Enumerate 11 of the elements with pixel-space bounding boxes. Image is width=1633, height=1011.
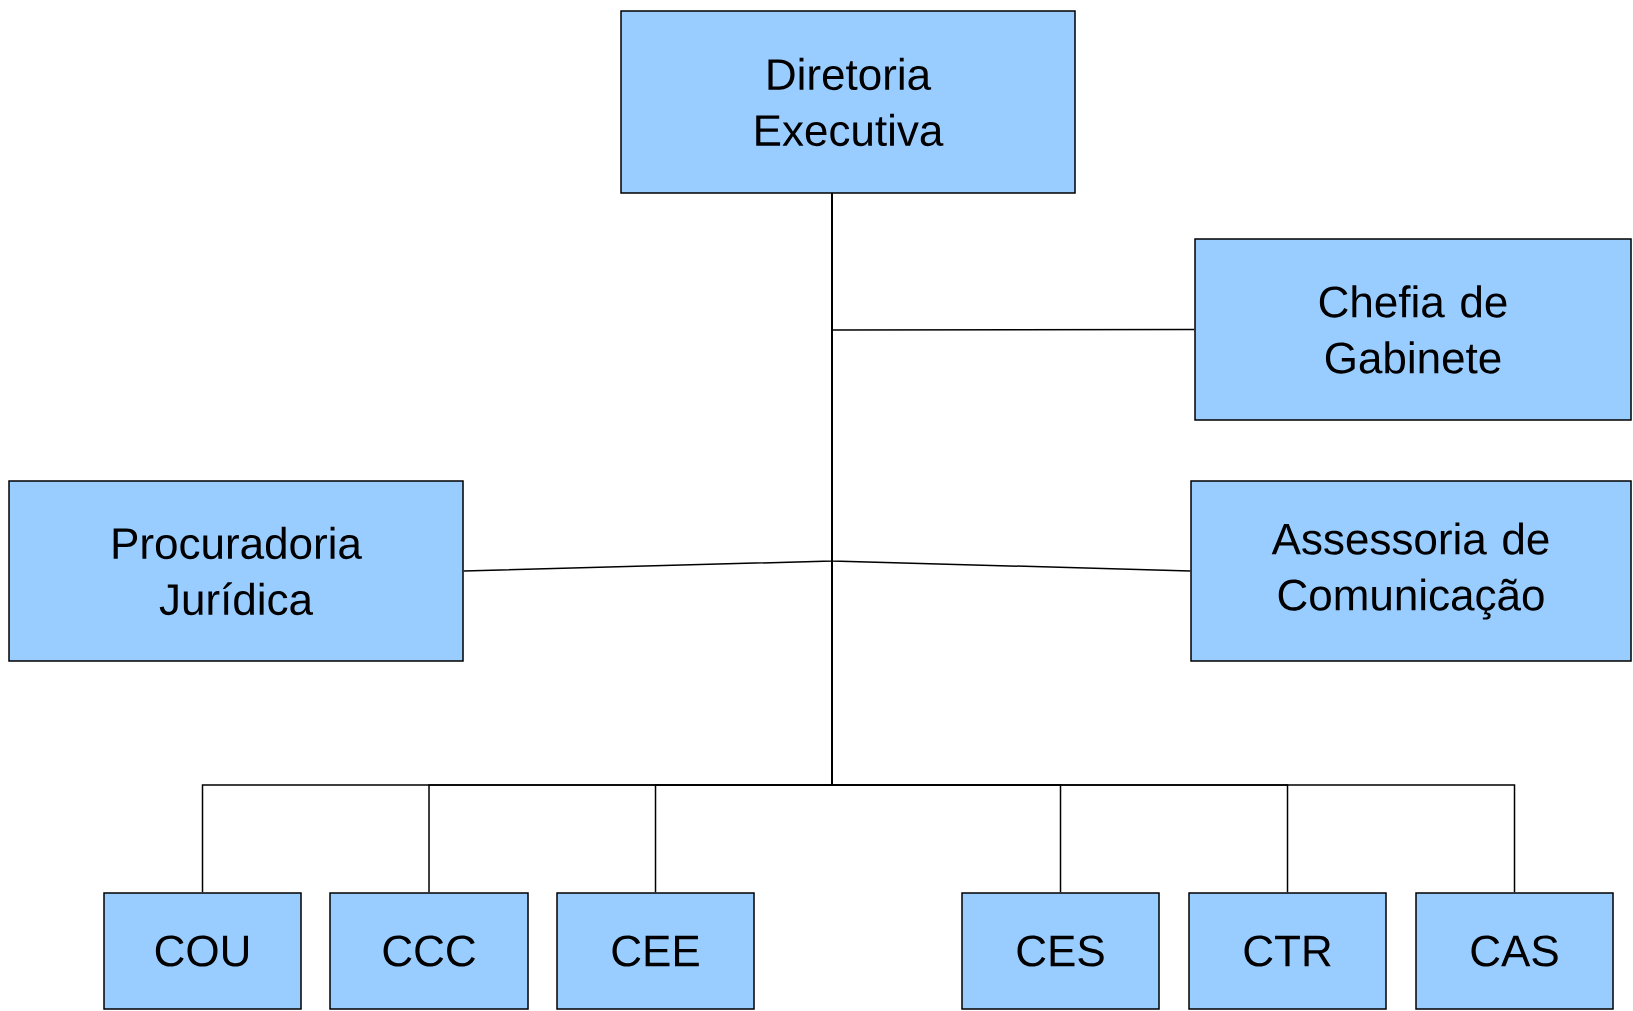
org-box: CCC (329, 892, 529, 1010)
org-box: Procuradoria Jurídica (8, 480, 464, 662)
org-box: COU (103, 892, 302, 1010)
org-box: CAS (1415, 892, 1614, 1010)
connector (831, 193, 1516, 893)
org-box: CTR (1188, 892, 1387, 1010)
org-box: Chefia de Gabinete (1194, 238, 1632, 421)
org-box: CEE (556, 892, 755, 1010)
org-box: Assessoria de Comunicação (1190, 480, 1632, 662)
org-box: Diretoria Executiva (620, 10, 1076, 194)
org-box: CES (961, 892, 1160, 1010)
